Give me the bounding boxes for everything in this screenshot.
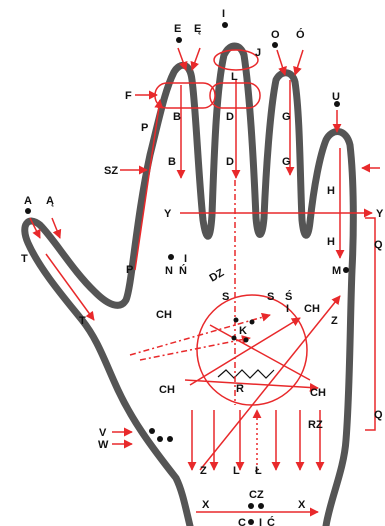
cross-line-1 [184,379,319,393]
cross-line-2 [189,317,301,386]
palm-circle [196,294,308,406]
arrow-e [177,47,188,71]
label-h-lower: H [327,236,335,248]
label-u: U [332,91,340,103]
dots [25,22,349,525]
label-rz: RZ [308,419,323,431]
arrow-o-acute [293,49,304,76]
label-h-upper: H [327,185,335,197]
cross-line-4 [129,312,271,356]
label-t-upper: T [21,253,28,265]
label-i-top: I [222,8,225,20]
arrow-e-ogonek [190,47,201,71]
label-ch-upper-right: CH [304,303,320,315]
arrow-a-ogonek [51,217,62,239]
label-d-lower: D [226,156,234,168]
label-r: R [236,383,244,395]
label-v: V [99,427,107,439]
label-ch-upper-left: CH [156,309,172,321]
cross-line-5 [139,335,251,361]
label-dz: DZ [208,267,227,285]
arrow-a [29,217,41,239]
label-c: C [238,517,246,526]
label-b-upper: B [173,111,181,123]
label-m: M [332,265,341,277]
label-s-right: S [267,291,274,303]
q-bracket [365,217,376,431]
label-z-right: Z [331,315,338,327]
label-n: N [165,265,173,277]
label-l-finger: L [231,71,238,83]
knuckle-oval-mid [209,82,261,109]
label-s-left: S [222,291,229,303]
label-j: J [255,47,261,59]
label-l-lower: L [233,465,240,477]
fingertip-oval [213,49,259,71]
label-y-left: Y [164,208,172,220]
label-cz: CZ [249,489,264,501]
label-i-s: I [286,303,289,315]
label-w: W [98,439,109,451]
label-z-lower: Z [200,465,207,477]
label-p-lower: P [126,264,133,276]
label-n-acute: Ń [179,264,187,277]
label-a: A [24,195,32,207]
r-zigzag [217,369,275,379]
hand-outline [21,42,357,526]
label-e: E [174,23,181,35]
cross-line-3 [209,324,311,381]
label-k: K [239,325,247,337]
label-x-right: X [298,499,306,511]
label-c-acute: Ć [267,516,275,526]
label-t-lower: T [79,315,86,327]
label-f: F [125,90,132,102]
label-d-upper: D [226,111,234,123]
label-q-upper: Q [374,239,383,251]
label-g-lower: G [282,156,291,168]
label-l-stroke: Ł [255,465,262,477]
label-ch-lower-left: CH [159,384,175,396]
arrow-o [276,49,287,76]
arrow-p [134,99,164,271]
label-b-lower: B [168,156,176,168]
label-o: O [271,29,280,41]
label-i-dot-n: I [184,253,187,265]
label-e-ogonek: Ę [194,23,201,35]
label-a-ogonek: Ą [46,195,54,207]
arrow-t [45,253,95,321]
label-ch-lower-right: CH [310,387,326,399]
label-sz: SZ [104,165,118,177]
label-i-c: I [259,517,262,526]
label-y-right: Y [376,208,384,220]
label-o-acute: Ó [296,28,305,41]
label-x-left: X [202,499,210,511]
z-diagonal [199,295,341,471]
label-g-upper: G [282,111,291,123]
label-s-acute: Ś [285,290,292,303]
label-q-lower: Q [374,409,383,421]
label-p-upper: P [141,122,148,134]
